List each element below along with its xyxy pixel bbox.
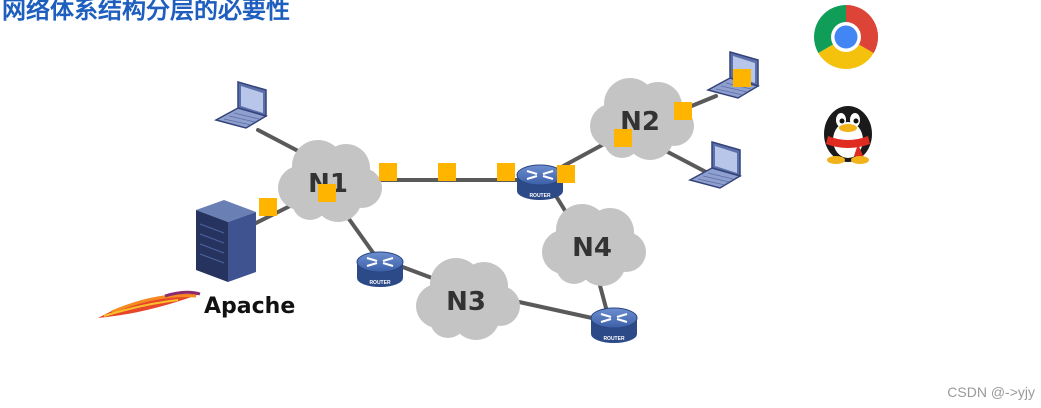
cloud-n3-label: N3 (446, 287, 486, 317)
link-laptop1-n1 (256, 128, 302, 154)
packet-marker (318, 184, 336, 202)
qq-penguin-icon (824, 106, 872, 164)
packet-marker (614, 129, 632, 147)
cloud-n3: N3 (416, 258, 520, 340)
packet-marker (497, 163, 515, 181)
packet-marker (674, 102, 692, 120)
apache-feather-icon (98, 290, 201, 318)
watermark: CSDN @->yjy (947, 384, 1035, 400)
laptop-icon (215, 81, 267, 129)
packet-marker (438, 163, 456, 181)
server-icon (196, 200, 256, 282)
packet-marker (259, 198, 277, 216)
cloud-n1: N1 (278, 140, 382, 222)
router-1-label: ROUTER (529, 193, 551, 199)
packet-marker (733, 69, 751, 87)
apache-label: Apache (204, 294, 296, 319)
packets (259, 69, 751, 216)
router-3-label: ROUTER (603, 336, 625, 342)
cloud-n4: N4 (542, 204, 646, 286)
packet-marker (557, 165, 575, 183)
packet-marker (379, 163, 397, 181)
slide-title: 网络体系结构分层的必要性 (2, 0, 290, 24)
link-router2-n3 (398, 264, 434, 280)
router-1: ROUTER (516, 164, 564, 201)
router-2-label: ROUTER (369, 280, 391, 286)
laptop-icon (689, 141, 741, 189)
link-n3-router3 (508, 298, 594, 320)
router-3: ROUTER (590, 307, 638, 344)
chrome-icon (814, 5, 878, 69)
router-2: ROUTER (356, 251, 404, 288)
cloud-n4-label: N4 (572, 233, 612, 263)
link-n2-laptop3 (662, 148, 708, 174)
